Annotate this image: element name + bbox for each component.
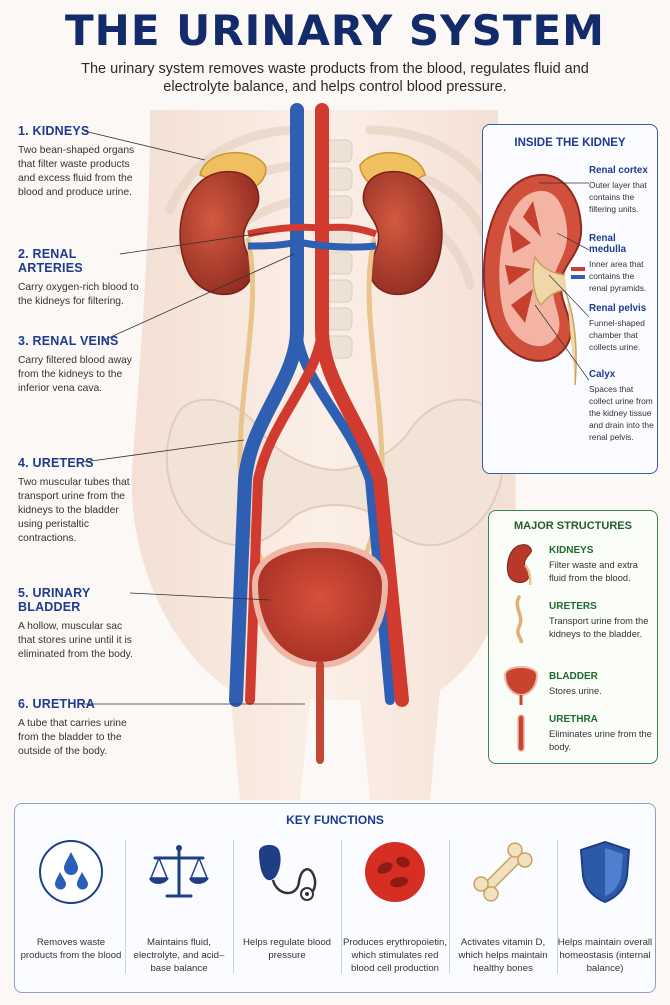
function-text-remove-waste: Removes waste products from the blood — [20, 937, 122, 961]
major-ureters: URETERS Transport urine from the kidneys… — [549, 601, 653, 640]
major-structures-panel: MAJOR STRUCTURES KIDNEYS Filter waste an… — [488, 510, 658, 764]
kidney-medulla-label: Renal medulla Inner area that contains t… — [589, 233, 655, 294]
label-urethra-title: 6. URETHRA — [18, 697, 96, 711]
function-text-erythropoietin: Produces erythropoietin, which stimulate… — [343, 937, 447, 974]
major-kidneys: KIDNEYS Filter waste and extra fluid fro… — [549, 545, 653, 584]
function-fluid-balance: Maintains fluid, electrolyte, and acid–b… — [127, 832, 231, 982]
urethra-icon — [517, 714, 525, 752]
label-ureters-desc: Two muscular tubes that transport urine … — [18, 477, 130, 544]
page-title: THE URINARY SYSTEM — [65, 6, 605, 55]
label-urinary-bladder-title: 5. URINARY BLADDER — [18, 586, 91, 614]
function-divider — [557, 840, 558, 974]
function-erythropoietin: Produces erythropoietin, which stimulate… — [343, 832, 447, 982]
label-renal-veins-desc: Carry filtered blood away from the kidne… — [18, 355, 132, 394]
major-bladder-title: BLADDER — [549, 671, 598, 682]
major-urethra-title: URETHRA — [549, 714, 598, 725]
label-urethra-desc: A tube that carries urine from the bladd… — [18, 718, 127, 757]
label-renal-arteries-title: 2. RENAL ARTERIES — [18, 247, 83, 275]
label-renal-veins: 3. RENAL VEINS Carry filtered blood away… — [18, 334, 140, 396]
major-bladder: BLADDER Stores urine. — [549, 671, 653, 698]
kidney-calyx-label: Calyx Spaces that collect urine from the… — [589, 369, 655, 443]
ureter-icon — [515, 595, 524, 643]
renal-pelvis-desc: Funnel-shaped chamber that collects urin… — [589, 318, 645, 352]
major-structures-title: MAJOR STRUCTURES — [514, 520, 632, 532]
blood-pressure-cuff-icon — [259, 844, 317, 901]
function-divider — [125, 840, 126, 974]
major-kidneys-title: KIDNEYS — [549, 545, 594, 556]
label-urinary-bladder-desc: A hollow, muscular sac that stores urine… — [18, 621, 133, 660]
label-ureters-title: 4. URETERS — [18, 456, 94, 470]
label-ureters: 4. URETERS Two muscular tubes that trans… — [18, 456, 140, 546]
major-urethra-desc: Eliminates urine from the body. — [549, 729, 652, 752]
kidney-pelvis-label: Renal pelvis Funnel-shaped chamber that … — [589, 303, 655, 353]
renal-vein-left — [247, 238, 298, 250]
renal-artery-left — [247, 223, 321, 238]
inside-kidney-title: INSIDE THE KIDNEY — [514, 137, 626, 149]
leader-lines — [82, 130, 305, 705]
label-renal-veins-title: 3. RENAL VEINS — [18, 334, 119, 348]
function-text-homeostasis: Helps maintain overall homeostasis (inte… — [557, 937, 653, 974]
key-functions-panel: KEY FUNCTIONS Removes waste products fro… — [14, 803, 656, 993]
major-ureters-title: URETERS — [549, 601, 597, 612]
renal-artery-right — [323, 223, 378, 238]
major-kidneys-desc: Filter waste and extra fluid from the bl… — [549, 560, 638, 583]
renal-vein-right — [296, 238, 377, 251]
label-kidneys-desc: Two bean-shaped organs that filter waste… — [18, 145, 135, 198]
function-remove-waste: Removes waste products from the blood — [19, 832, 123, 982]
function-blood-pressure: Helps regulate blood pressure — [235, 832, 339, 982]
label-kidneys: 1. KIDNEYS Two bean-shaped organs that f… — [18, 124, 140, 200]
function-text-vitamin-d: Activates vitamin D, which helps maintai… — [458, 937, 548, 974]
bone-icon — [473, 842, 533, 902]
calyx-title: Calyx — [589, 369, 616, 380]
kidney-cortex-label: Renal cortex Outer layer that contains t… — [589, 165, 655, 215]
urinary-system-illustration — [82, 103, 516, 800]
bladder-icon — [503, 665, 539, 705]
renal-medulla-title: Renal medulla — [589, 233, 627, 255]
renal-cortex-title: Renal cortex — [589, 165, 648, 176]
kidney-cross-section-icon — [482, 173, 589, 386]
major-urethra: URETHRA Eliminates urine from the body. — [549, 714, 653, 753]
function-text-blood-pressure: Helps regulate blood pressure — [242, 937, 331, 961]
inside-kidney-panel: INSIDE THE KIDNEY Renal cortex Outer lay… — [482, 124, 658, 474]
major-bladder-desc: Stores urine. — [549, 686, 602, 696]
label-renal-arteries: 2. RENAL ARTERIES Carry oxygen-rich bloo… — [18, 247, 140, 309]
shield-icon — [579, 840, 631, 904]
function-divider — [233, 840, 234, 974]
major-ureters-desc: Transport urine from the kidneys to the … — [549, 616, 649, 639]
water-drops-icon — [39, 840, 103, 904]
function-divider — [449, 840, 450, 974]
kidney-icon — [506, 544, 532, 585]
renal-cortex-desc: Outer layer that contains the filtering … — [589, 180, 647, 214]
label-kidneys-title: 1. KIDNEYS — [18, 124, 90, 138]
label-urinary-bladder: 5. URINARY BLADDER A hollow, muscular sa… — [18, 586, 140, 662]
calyx-desc: Spaces that collect urine from the kidne… — [589, 384, 654, 442]
page-subtitle: The urinary system removes waste product… — [81, 61, 589, 95]
function-divider — [341, 840, 342, 974]
urinary-bladder — [251, 541, 389, 669]
balance-scale-icon — [149, 845, 209, 898]
function-text-fluid-balance: Maintains fluid, electrolyte, and acid–b… — [133, 937, 225, 974]
label-renal-arteries-desc: Carry oxygen-rich blood to the kidneys f… — [18, 282, 139, 307]
red-blood-cells-icon — [365, 842, 425, 902]
function-homeostasis: Helps maintain overall homeostasis (inte… — [553, 832, 657, 982]
label-urethra: 6. URETHRA A tube that carries urine fro… — [18, 697, 140, 759]
key-functions-title: KEY FUNCTIONS — [286, 813, 384, 827]
renal-pelvis-title: Renal pelvis — [589, 303, 647, 314]
function-vitamin-d: Activates vitamin D, which helps maintai… — [451, 832, 555, 982]
renal-medulla-desc: Inner area that contains the renal pyram… — [589, 259, 647, 293]
